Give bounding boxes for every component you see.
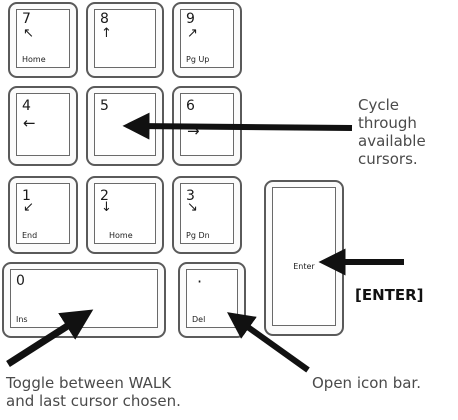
- arrow-to-decimal-key: [227, 312, 310, 373]
- key-enter-label: Enter: [293, 262, 315, 271]
- arrow-to-key-0: [6, 309, 94, 367]
- arrow-left-icon: ←: [23, 114, 36, 132]
- key-3-face: 3 ↘ Pg Dn: [180, 183, 234, 244]
- key-2-number: 2: [100, 188, 109, 204]
- key-9-label: Pg Up: [186, 55, 210, 64]
- arrow-up-icon: ↑: [101, 26, 112, 41]
- key-7-number: 7: [22, 11, 31, 27]
- key-5-number: 5: [100, 98, 109, 114]
- key-7-face: 7 ↖ Home: [16, 9, 70, 68]
- key-9: 9 ↗ Pg Up: [172, 2, 242, 78]
- key-9-number: 9: [186, 11, 195, 27]
- key-2: 2 ↓ Home: [86, 176, 164, 254]
- key-1-number: 1: [22, 188, 31, 204]
- key-3-number: 3: [186, 188, 195, 204]
- key-3: 3 ↘ Pg Dn: [172, 176, 242, 254]
- key-3-label: Pg Dn: [186, 231, 210, 240]
- key-2-face: 2 ↓ Home: [94, 183, 156, 244]
- key-8-number: 8: [100, 11, 109, 27]
- toggle-walk-note: Toggle between WALK and last cursor chos…: [6, 374, 181, 410]
- key-4: 4 ←: [8, 86, 78, 166]
- key-7: 7 ↖ Home: [8, 2, 78, 78]
- key-2-label: Home: [109, 231, 133, 240]
- key-0-label: Ins: [16, 315, 28, 324]
- open-icon-bar-note: Open icon bar.: [312, 374, 421, 392]
- key-decimal-number: ·: [197, 272, 203, 291]
- key-7-label: Home: [22, 55, 46, 64]
- arrow-to-key-5: [122, 112, 353, 140]
- key-decimal: · Del: [178, 262, 246, 338]
- cycle-cursors-note: Cycle through available cursors.: [358, 96, 426, 168]
- key-1: 1 ↙ End: [8, 176, 78, 254]
- key-0-number: 0: [16, 273, 25, 289]
- key-6-number: 6: [186, 98, 195, 114]
- key-4-number: 4: [22, 98, 31, 114]
- arrow-down-right-icon: ↘: [187, 200, 198, 215]
- arrow-down-left-icon: ↙: [23, 200, 34, 215]
- enter-note: [ENTER]: [355, 286, 424, 304]
- key-4-face: 4 ←: [16, 93, 70, 156]
- key-8-face: 8 ↑: [94, 9, 156, 68]
- key-1-label: End: [22, 231, 38, 240]
- key-8: 8 ↑: [86, 2, 164, 78]
- key-1-face: 1 ↙ End: [16, 183, 70, 244]
- arrow-up-right-icon: ↗: [187, 26, 198, 41]
- key-decimal-label: Del: [192, 315, 206, 324]
- arrow-up-left-icon: ↖: [23, 26, 34, 41]
- arrow-down-icon: ↓: [101, 200, 112, 215]
- key-9-face: 9 ↗ Pg Up: [180, 9, 234, 68]
